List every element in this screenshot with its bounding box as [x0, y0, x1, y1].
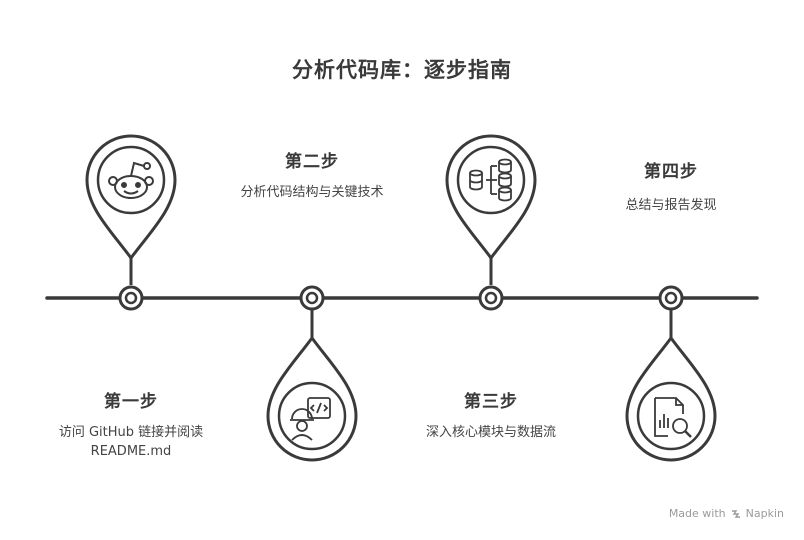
step-1-description: 访问 GitHub 链接并阅读 README.md — [58, 425, 204, 459]
footer-attribution[interactable]: Made with Napkin — [669, 507, 784, 520]
database-structure-icon — [469, 158, 512, 202]
report-search-icon — [654, 397, 692, 438]
step-4-node — [658, 285, 684, 311]
step-3-pin — [445, 134, 537, 285]
step-2-description: 分析代码结构与关键技术 — [240, 185, 384, 200]
step-3-title: 第三步 — [464, 392, 518, 412]
made-with-label: Made with — [668, 507, 726, 520]
reddit-alien-icon — [108, 161, 154, 199]
page-title: 分析代码库：逐步指南 — [292, 58, 512, 82]
step-2-node — [299, 285, 325, 311]
step-4-description: 总结与报告发现 — [625, 198, 717, 213]
step-1-title: 第一步 — [104, 392, 158, 412]
developer-code-icon — [290, 397, 331, 441]
napkin-brand-label: Napkin — [745, 507, 784, 520]
step-2-pin — [266, 310, 358, 462]
napkin-logo-icon — [731, 509, 740, 518]
step-1-node — [118, 285, 144, 311]
step-3-node — [478, 285, 504, 311]
step-3-description: 深入核心模块与数据流 — [425, 425, 556, 440]
step-4-title: 第四步 — [644, 162, 698, 182]
step-4-pin — [625, 310, 717, 462]
step-2-title: 第二步 — [285, 152, 339, 172]
step-1-pin — [85, 134, 177, 285]
